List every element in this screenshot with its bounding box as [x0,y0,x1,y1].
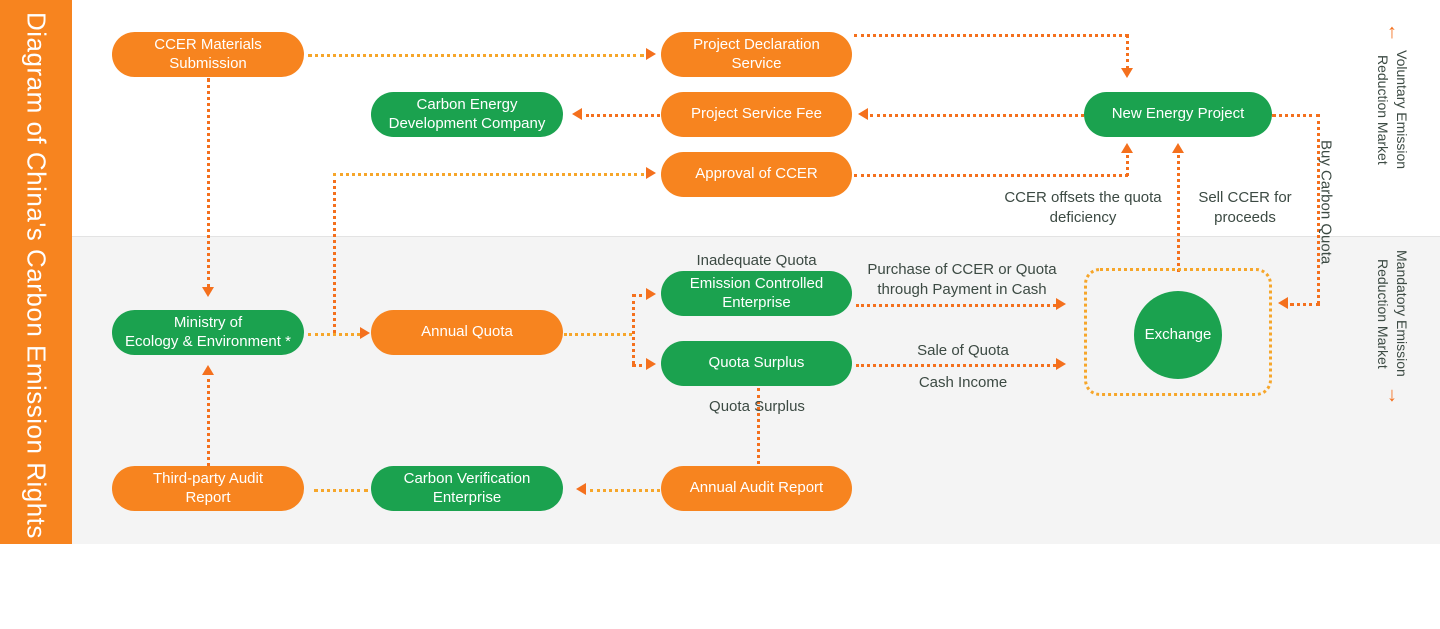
edge-ministry-to-approval-h [333,173,644,176]
node-project-service-fee-label: Project Service Fee [691,105,822,123]
edge-ccer-to-ministry-v [207,78,210,288]
edge-project-to-fee-arrowhead [858,108,868,120]
edge-emission-to-exchange [856,304,1056,307]
edge-approval-to-project-h [854,174,1128,177]
edge-surplus-to-exchange [856,364,1056,367]
edge-quota-to-surplus-h [632,364,650,367]
edge-label-cash-income: Cash Income [918,374,1008,391]
up-arrow-icon: ↑ [1387,21,1397,43]
node-approval-of-ccer[interactable]: Approval of CCER [661,152,852,197]
edge-verification-to-thirdparty [314,489,368,492]
edge-declaration-to-project-v [1126,34,1129,70]
edge-quota-split-h [564,333,632,336]
edge-declaration-to-project-h [854,34,1128,37]
edge-label-sale-of-quota: Sale of Quota [917,342,1009,359]
diagram-title-strip: Diagram of China's Carbon Emission Right… [0,0,72,629]
node-exchange[interactable]: Exchange [1134,291,1222,379]
node-approval-of-ccer-label: Approval of CCER [695,165,818,183]
edge-audit-to-verification [590,489,660,492]
edge-exchange-to-project-v [1177,150,1180,272]
edge-quota-to-emission-h [632,294,650,297]
node-quota-surplus-label: Quota Surplus [708,354,805,372]
edge-exchange-to-project-arrowhead [1172,143,1184,153]
edge-label-buy-carbon-quota: Buy Carbon Quota [1317,140,1335,265]
edge-thirdparty-to-ministry-arrowhead [202,365,214,375]
node-annual-audit-report-label: Annual Audit Report [689,479,824,497]
edge-declaration-to-project-arrowhead [1121,68,1133,78]
edge-audit-to-verification-arrowhead [576,483,586,495]
edge-fee-to-company [586,114,660,117]
edge-project-to-exchange-h2 [1290,303,1320,306]
edge-surplus-to-audit-v [757,388,760,464]
edge-ccer-to-declaration-arrowhead [646,48,656,60]
edge-ministry-to-quota-arrowhead [360,327,370,339]
node-exchange-label: Exchange [1144,325,1212,343]
edge-label-quota-surplus: Quota Surplus [709,398,805,415]
edge-approval-to-project-v [1126,150,1129,176]
edge-quota-to-surplus-arrowhead [646,358,656,370]
edge-ministry-to-approval-v [333,173,336,333]
down-arrow-icon: ↓ [1387,383,1397,406]
edge-emission-to-exchange-arrowhead [1056,298,1066,310]
edge-quota-split-v [632,294,635,364]
node-new-energy-project-label: New Energy Project [1111,105,1245,123]
edge-project-to-fee [870,114,1084,117]
edge-ccer-to-declaration [308,54,644,57]
node-new-energy-project[interactable]: New Energy Project [1084,92,1272,137]
node-project-service-fee[interactable]: Project Service Fee [661,92,852,137]
edge-project-to-exchange-v [1317,114,1320,304]
exchange-container [1084,268,1272,396]
edge-project-to-exchange-arrowhead [1278,297,1288,309]
edge-ccer-to-ministry-arrowhead [202,287,214,297]
edge-surplus-to-exchange-arrowhead [1056,358,1066,370]
edge-fee-to-company-arrowhead [572,108,582,120]
node-annual-quota[interactable]: Annual Quota [371,310,563,355]
edge-thirdparty-to-ministry-v [207,372,210,466]
edge-project-to-exchange-h1 [1272,114,1320,117]
node-quota-surplus[interactable]: Quota Surplus [661,341,852,386]
edge-ministry-to-approval-arrowhead [646,167,656,179]
node-annual-audit-report[interactable]: Annual Audit Report [661,466,852,511]
diagram-canvas: Diagram of China's Carbon Emission Right… [0,0,1440,544]
node-annual-quota-label: Annual Quota [421,323,513,341]
edge-label-inadequate-quota: Inadequate Quota [696,252,817,269]
edge-ministry-to-quota [308,333,360,336]
page-title: Diagram of China's Carbon Emission Right… [21,12,52,629]
edge-quota-to-emission-arrowhead [646,288,656,300]
edge-approval-to-project-arrowhead [1121,143,1133,153]
